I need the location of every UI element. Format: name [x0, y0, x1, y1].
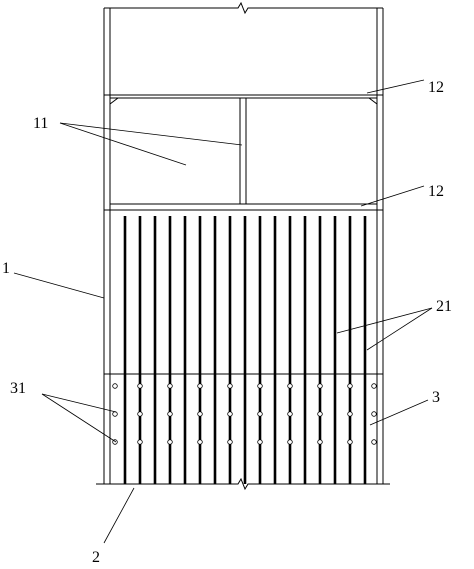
hole [371, 439, 377, 445]
hole [137, 411, 143, 417]
lower-crossbeam [104, 203, 383, 211]
hole [287, 439, 293, 445]
hole [371, 411, 377, 417]
label-11: 11 [33, 115, 48, 132]
hole-group [112, 383, 377, 445]
leader-31-b [41, 393, 117, 443]
label-31: 31 [10, 380, 26, 397]
leader-11-a [59, 122, 243, 146]
hole [167, 383, 173, 389]
hole [227, 411, 233, 417]
middle-post [239, 98, 247, 204]
label-12-bottom: 12 [428, 183, 444, 200]
hole [197, 411, 203, 417]
hole [167, 439, 173, 445]
hole [167, 411, 173, 417]
hole [347, 439, 353, 445]
hole [257, 439, 263, 445]
leader-31-a [41, 393, 117, 413]
label-12-top: 12 [428, 79, 444, 96]
hole [317, 411, 323, 417]
label-1: 1 [2, 260, 10, 277]
hole [347, 411, 353, 417]
leader-lines [13, 79, 433, 544]
hole [347, 383, 353, 389]
leader-2 [103, 487, 135, 544]
hole [197, 439, 203, 445]
leader-12-bottom [360, 185, 425, 207]
leader-1 [13, 272, 105, 299]
hole [257, 383, 263, 389]
label-3: 3 [432, 389, 440, 406]
leader-21-a [336, 307, 433, 334]
hole [287, 383, 293, 389]
frame-right-column [376, 8, 384, 484]
leader-12-top [366, 79, 425, 94]
label-2: 2 [92, 549, 100, 566]
hole [287, 411, 293, 417]
hole [137, 383, 143, 389]
frame-left-column [103, 8, 111, 484]
hole [317, 383, 323, 389]
rebar-group [123, 216, 367, 484]
leader-21-b [366, 307, 433, 351]
hole [227, 383, 233, 389]
leader-11-b [59, 122, 187, 166]
hole [137, 439, 143, 445]
label-21: 21 [436, 298, 452, 315]
hole [317, 439, 323, 445]
top-break-line [104, 1, 383, 15]
hole [112, 411, 118, 417]
hole [197, 383, 203, 389]
upper-crossbeam [104, 94, 383, 105]
hole [257, 411, 263, 417]
hole [371, 383, 377, 389]
hole [227, 439, 233, 445]
leader-3 [369, 399, 429, 426]
hole [112, 383, 118, 389]
